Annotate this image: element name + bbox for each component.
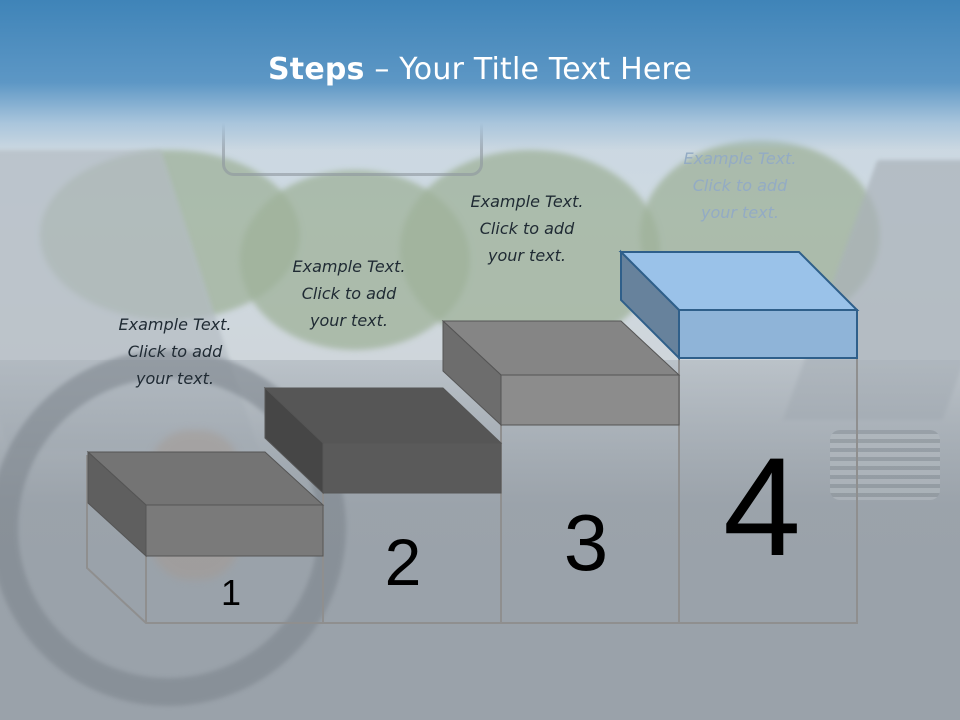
- step-1-number: 1: [221, 572, 241, 613]
- slide-title[interactable]: Steps – Your Title Text Here: [0, 52, 960, 87]
- caption-line: Example Text.: [292, 257, 406, 276]
- caption-line: your text.: [700, 203, 779, 222]
- step-2-block[interactable]: [263, 386, 503, 495]
- step-4-number: 4: [723, 428, 801, 585]
- caption-line: your text.: [487, 246, 566, 265]
- caption-line: your text.: [135, 369, 214, 388]
- step-1-caption[interactable]: Example Text. Click to add your text.: [85, 311, 265, 392]
- block-front-face: [322, 442, 502, 494]
- title-bold: Steps: [267, 52, 365, 87]
- block-front-face: [500, 374, 680, 426]
- step-4-caption[interactable]: Example Text. Click to add your text.: [650, 145, 830, 226]
- caption-line: Example Text.: [118, 315, 232, 334]
- caption-line: Click to add: [127, 342, 223, 361]
- step-2-caption[interactable]: Example Text. Click to add your text.: [259, 253, 439, 334]
- step-4-block[interactable]: [618, 249, 860, 361]
- caption-line: Example Text.: [683, 149, 797, 168]
- block-front-face: [678, 309, 858, 359]
- step-3-block[interactable]: [441, 319, 681, 427]
- caption-line: Click to add: [692, 176, 788, 195]
- caption-line: Click to add: [479, 219, 575, 238]
- title-band: [0, 0, 960, 150]
- caption-line: Click to add: [301, 284, 397, 303]
- step-2-number: 2: [385, 525, 422, 599]
- caption-line: Example Text.: [470, 192, 584, 211]
- caption-line: your text.: [309, 311, 388, 330]
- block-front-face: [145, 504, 324, 557]
- step-1-block[interactable]: [86, 450, 325, 558]
- step-3-number: 3: [564, 498, 609, 587]
- air-vent: [830, 430, 940, 500]
- step-3-caption[interactable]: Example Text. Click to add your text.: [437, 188, 617, 269]
- tree-foliage: [400, 150, 660, 350]
- title-rest: – Your Title Text Here: [364, 52, 693, 87]
